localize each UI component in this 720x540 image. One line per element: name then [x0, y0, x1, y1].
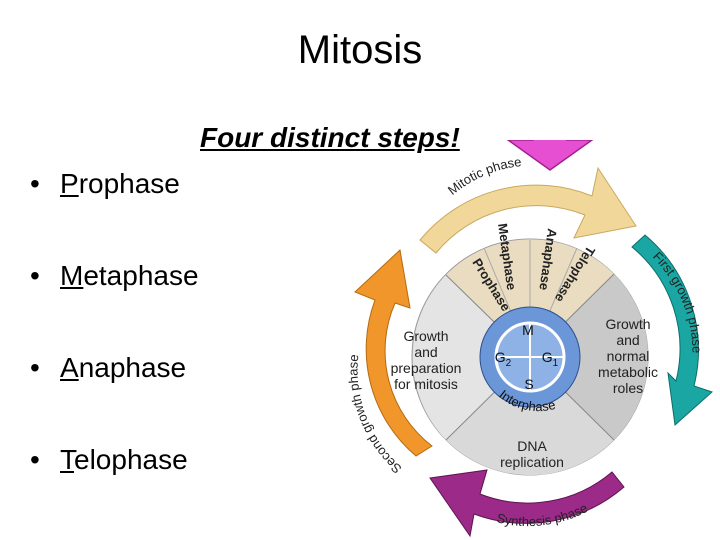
bullet-rest: naphase — [78, 352, 187, 383]
slide-title: Mitosis — [297, 28, 423, 72]
bullet-rest: rophase — [78, 168, 180, 199]
s-description: DNA replication — [500, 438, 564, 470]
bullet-anaphase: • Anaphase — [30, 352, 186, 384]
wedge-s — [446, 357, 614, 476]
g1-line: Growth — [605, 316, 650, 332]
g2-line: preparation — [391, 360, 462, 376]
g2-label: G2 — [495, 349, 512, 369]
bullet-dot: • — [30, 260, 40, 291]
g1-line: normal — [607, 348, 650, 364]
g1-line: roles — [613, 380, 643, 396]
bullet-rest: etaphase — [83, 260, 199, 291]
s-line: replication — [500, 454, 564, 470]
s-label: S — [524, 376, 533, 392]
g1-label: G1 — [542, 349, 559, 369]
cell-cycle-diagram: Mitotic phase First growth phase Second … — [345, 140, 713, 538]
bullet-telophase: • Telophase — [30, 444, 188, 476]
second-growth-arrow — [354, 249, 433, 457]
synthesis-arrow — [429, 469, 625, 538]
bullet-rest: elophase — [74, 444, 188, 475]
g2-description: Growth and preparation for mitosis — [391, 328, 462, 392]
bullet-dot: • — [30, 444, 40, 475]
m-label: M — [522, 322, 534, 338]
g1-line: metabolic — [598, 364, 658, 380]
bullet-initial: P — [60, 168, 79, 199]
mitotic-arrow — [419, 166, 637, 254]
slide-subtitle: Four distinct steps! — [200, 122, 460, 153]
bullet-dot: • — [30, 352, 40, 383]
wedge-g1 — [530, 274, 649, 440]
bullet-metaphase: • Metaphase — [30, 260, 199, 292]
g1-description: Growth and normal metabolic roles — [598, 316, 658, 396]
bullet-initial: M — [60, 260, 84, 291]
bullet-dot: • — [30, 168, 40, 199]
g1-line: and — [616, 332, 639, 348]
g2-line: for mitosis — [394, 376, 458, 392]
first-growth-arrow — [631, 234, 713, 426]
bullet-initial: T — [60, 444, 74, 475]
center-labels: M G2 G1 S — [495, 322, 559, 392]
g2-line: Growth — [403, 328, 448, 344]
bullet-initial: A — [60, 352, 79, 383]
bullet-prophase: • Prophase — [30, 168, 180, 200]
s-line: DNA — [517, 438, 547, 454]
g2-line: and — [414, 344, 437, 360]
pointer-arrow-icon — [506, 140, 594, 171]
